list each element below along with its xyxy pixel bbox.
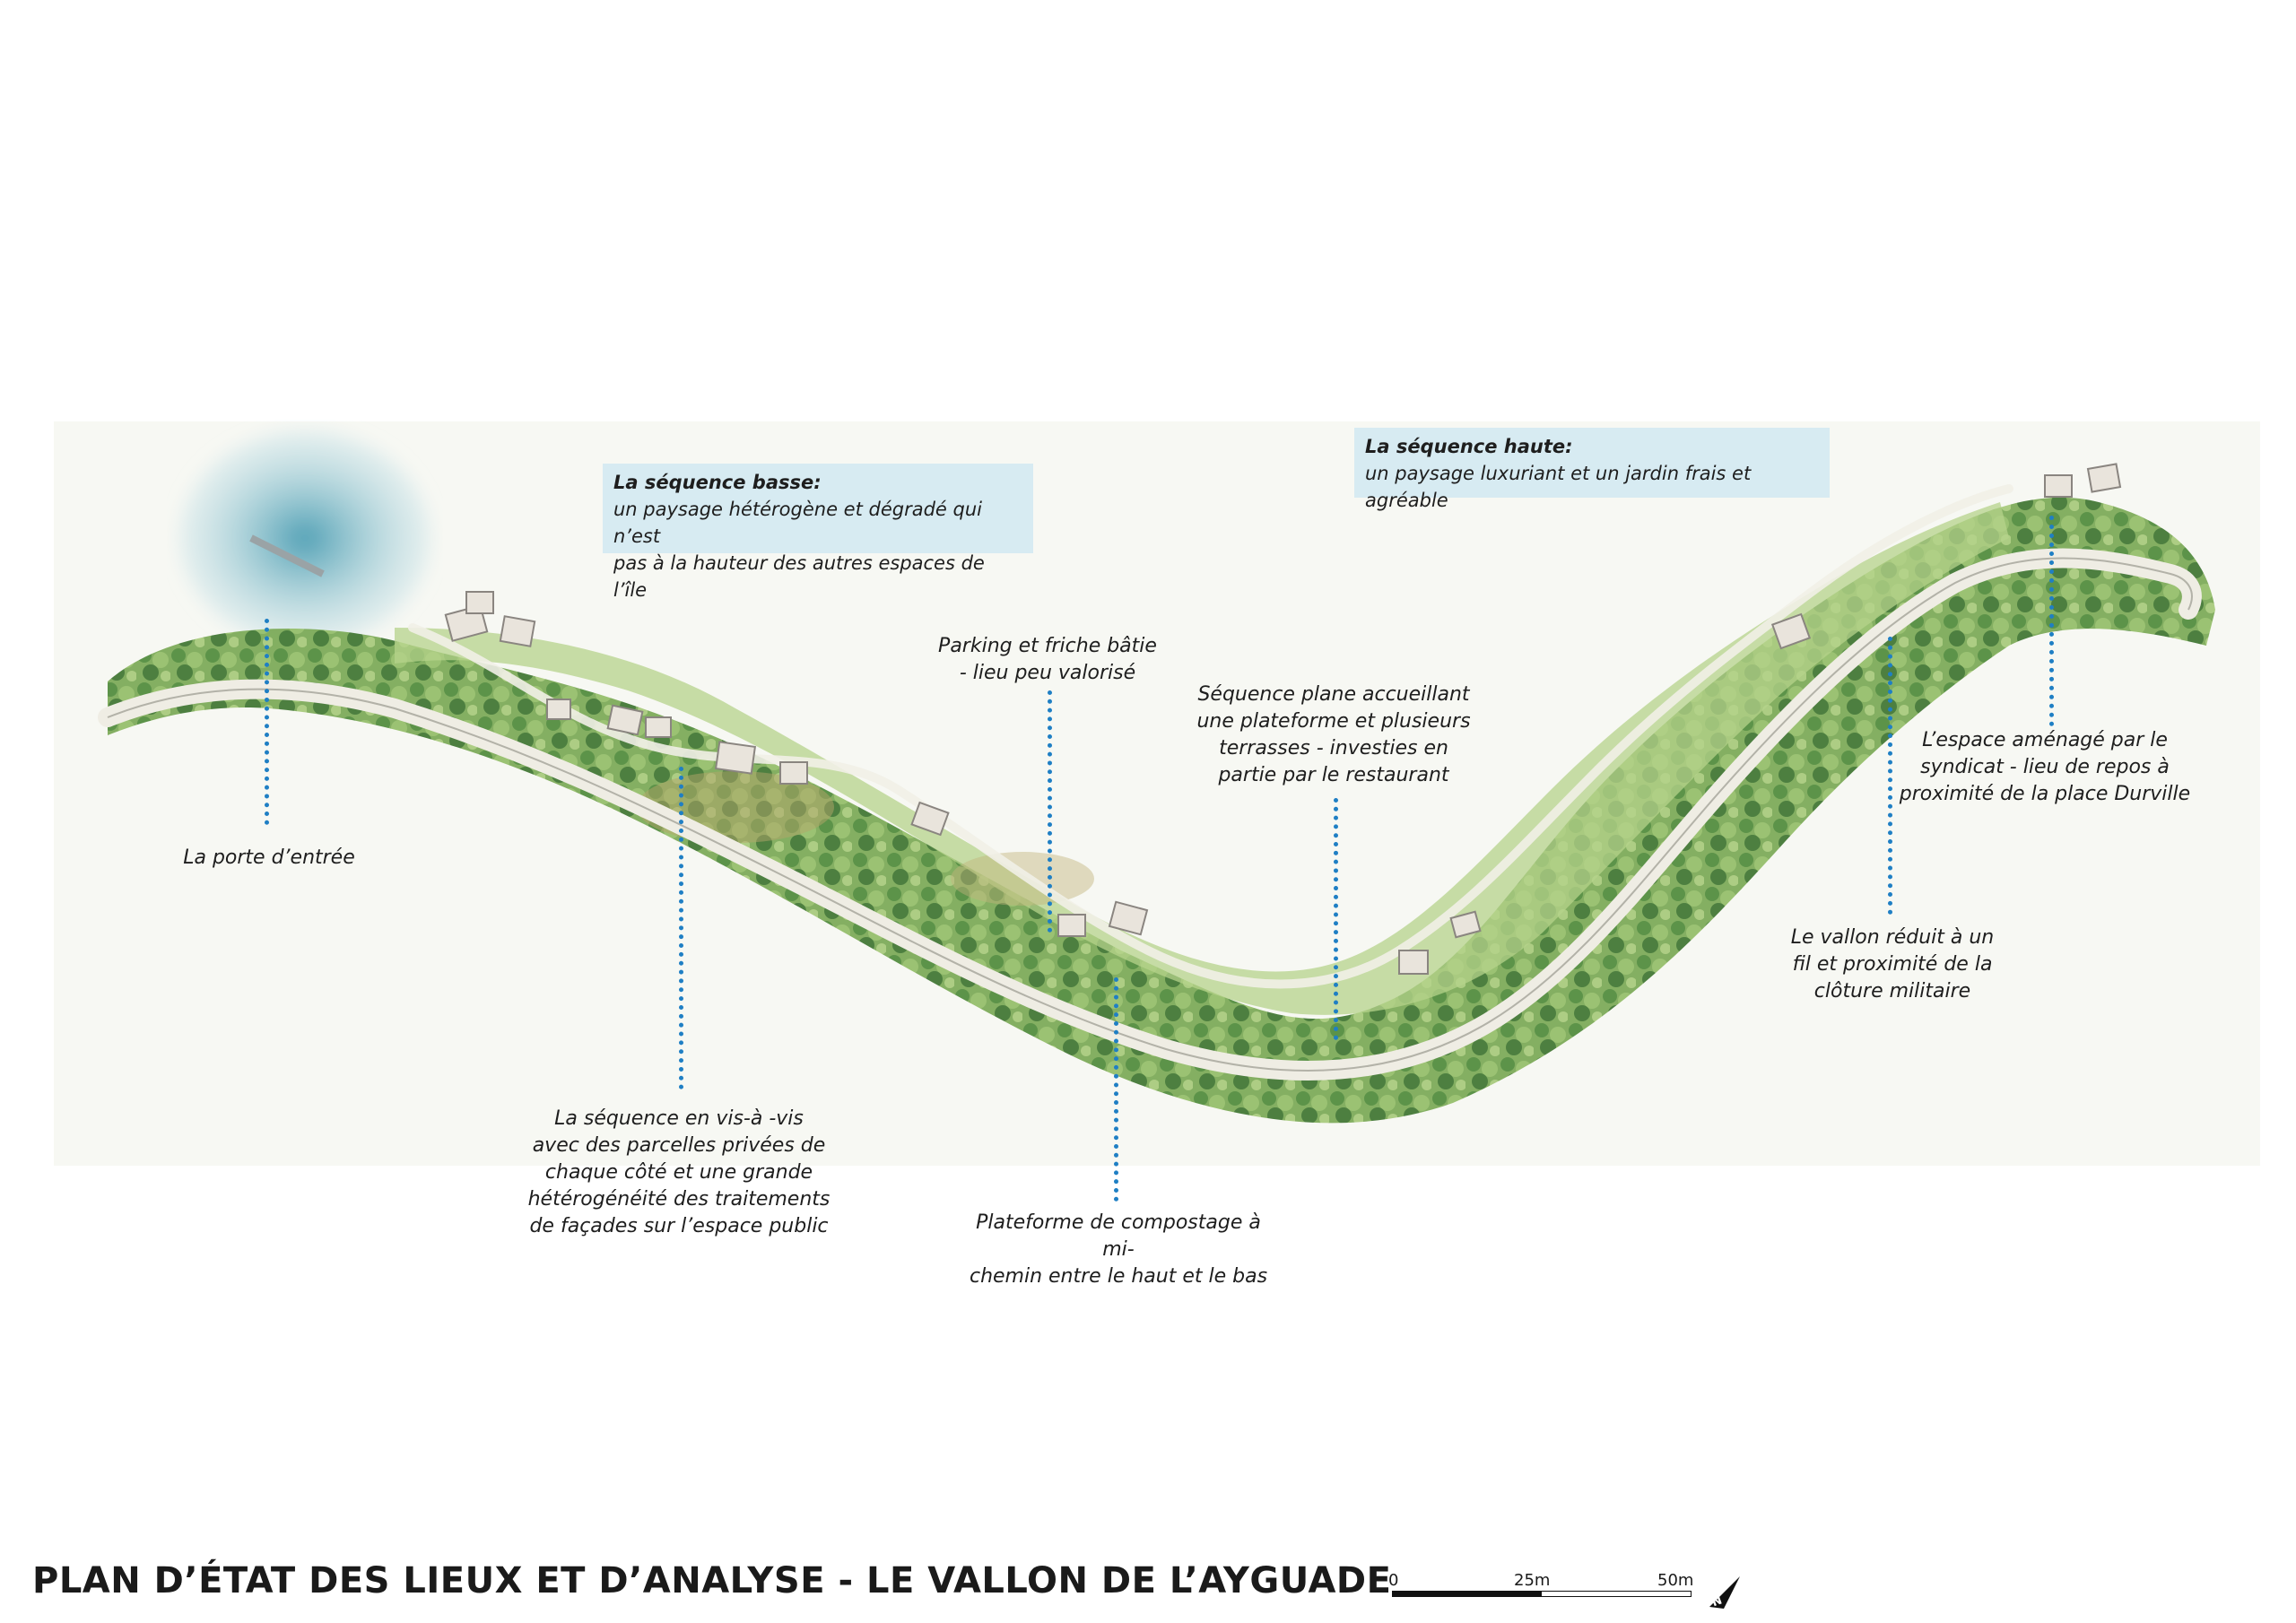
sequence-basse-box: La séquence basse: un paysage hétérogène… bbox=[603, 464, 1033, 601]
buildings bbox=[444, 463, 2122, 975]
upper-vegetation bbox=[395, 502, 2009, 1015]
leader-line-vis-a-vis bbox=[679, 767, 683, 1089]
scale-tick-25m: 25m bbox=[1514, 1571, 1551, 1590]
sequence-haute-box: La séquence haute: un paysage luxuriant … bbox=[1354, 428, 1830, 511]
leader-line-plane bbox=[1334, 798, 1338, 1040]
leader-line-parking bbox=[1048, 690, 1052, 933]
page-title: PLAN D’ÉTAT DES LIEUX ET D’ANALYSE - LE … bbox=[32, 1560, 1392, 1601]
upper-path bbox=[408, 484, 2013, 989]
north-arrow-icon: N bbox=[1709, 1576, 1740, 1610]
leader-line-porte bbox=[265, 619, 269, 825]
annotation-plateforme-compostage: Plateforme de compostage à mi- chemin en… bbox=[969, 1211, 1268, 1288]
scale-tick-50m: 50m bbox=[1657, 1571, 1694, 1590]
annotation-sequence-vis-a-vis: La séquence en vis-à -vis avec des parce… bbox=[527, 1107, 831, 1237]
scale-segment-white bbox=[1541, 1591, 1692, 1597]
scale-segment-black bbox=[1392, 1591, 1541, 1597]
leader-line-espace bbox=[2049, 516, 2054, 726]
leader-line-vallon bbox=[1888, 637, 1892, 915]
sequence-haute-text: un paysage luxuriant et un jardin frais … bbox=[1365, 463, 1752, 511]
annotation-vallon-reduit: Le vallon réduit à un fil et proximité d… bbox=[1790, 926, 1995, 1002]
leader-line-compostage bbox=[1114, 977, 1118, 1202]
sequence-basse-text: un paysage hétérogène et dégradé qui n’e… bbox=[613, 499, 985, 601]
annotation-parking-friche: Parking et friche bâtie - lieu peu valor… bbox=[938, 635, 1157, 684]
annotation-porte-entree: La porte d’entrée bbox=[183, 846, 355, 869]
annotation-sequence-plane: Séquence plane accueillant une plateform… bbox=[1196, 683, 1471, 786]
scale-bar: 0 25m 50m bbox=[1388, 1571, 1702, 1607]
scale-tick-0: 0 bbox=[1388, 1571, 1399, 1590]
annotation-espace-amenage: L’espace aménagé par le syndicat - lieu … bbox=[1899, 729, 2191, 805]
sea-area bbox=[179, 430, 430, 646]
sequence-haute-title: La séquence haute: bbox=[1365, 436, 1573, 457]
svg-text:N: N bbox=[1710, 1593, 1724, 1610]
jetty bbox=[249, 534, 325, 577]
sequence-basse-title: La séquence basse: bbox=[613, 472, 822, 493]
coastal-road-edge bbox=[107, 557, 2193, 1072]
terrain-background bbox=[54, 421, 2260, 1166]
